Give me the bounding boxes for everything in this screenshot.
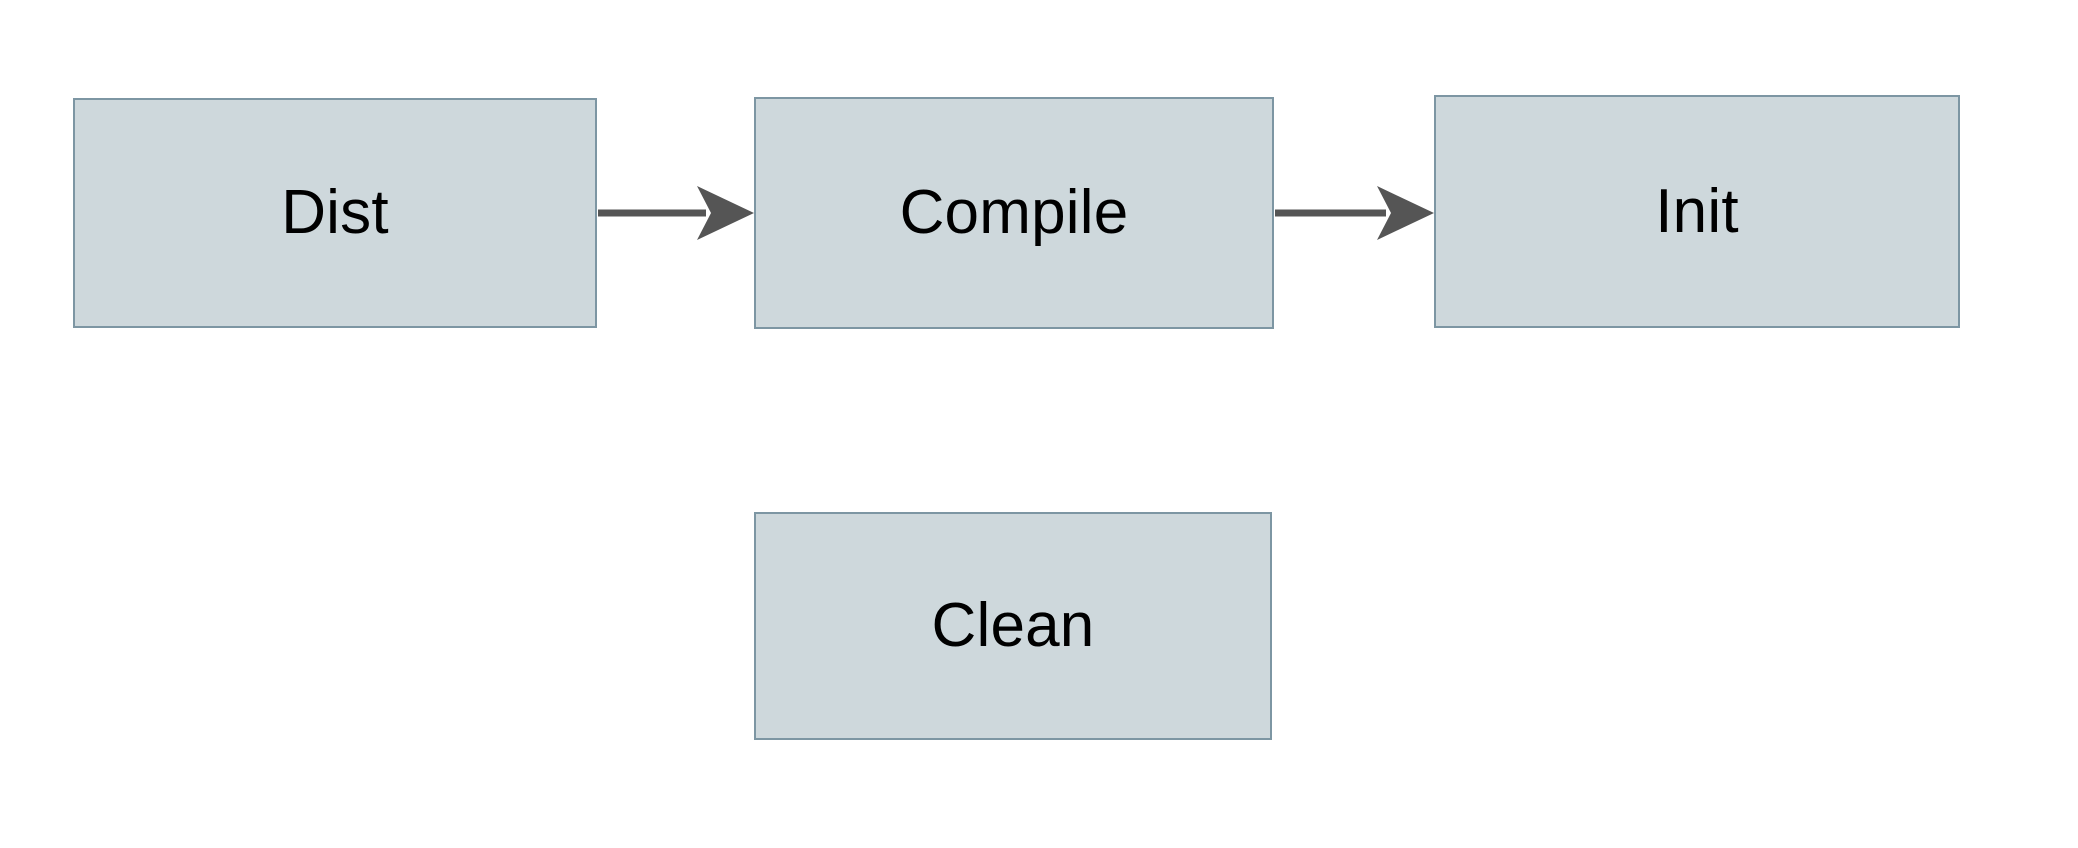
node-compile-label: Compile — [899, 178, 1129, 247]
node-init-label: Init — [1655, 176, 1739, 246]
node-dist[interactable]: Dist — [73, 98, 597, 328]
node-dist-label: Dist — [281, 178, 389, 247]
node-clean[interactable]: Clean — [754, 512, 1272, 740]
edge-dist-to-compile — [598, 186, 754, 240]
node-clean-label: Clean — [931, 591, 1095, 660]
edge-compile-to-init — [1275, 186, 1434, 240]
arrowhead-icon — [1377, 186, 1434, 240]
node-compile[interactable]: Compile — [754, 97, 1274, 329]
node-init[interactable]: Init — [1434, 95, 1960, 328]
arrowhead-icon — [697, 186, 754, 240]
